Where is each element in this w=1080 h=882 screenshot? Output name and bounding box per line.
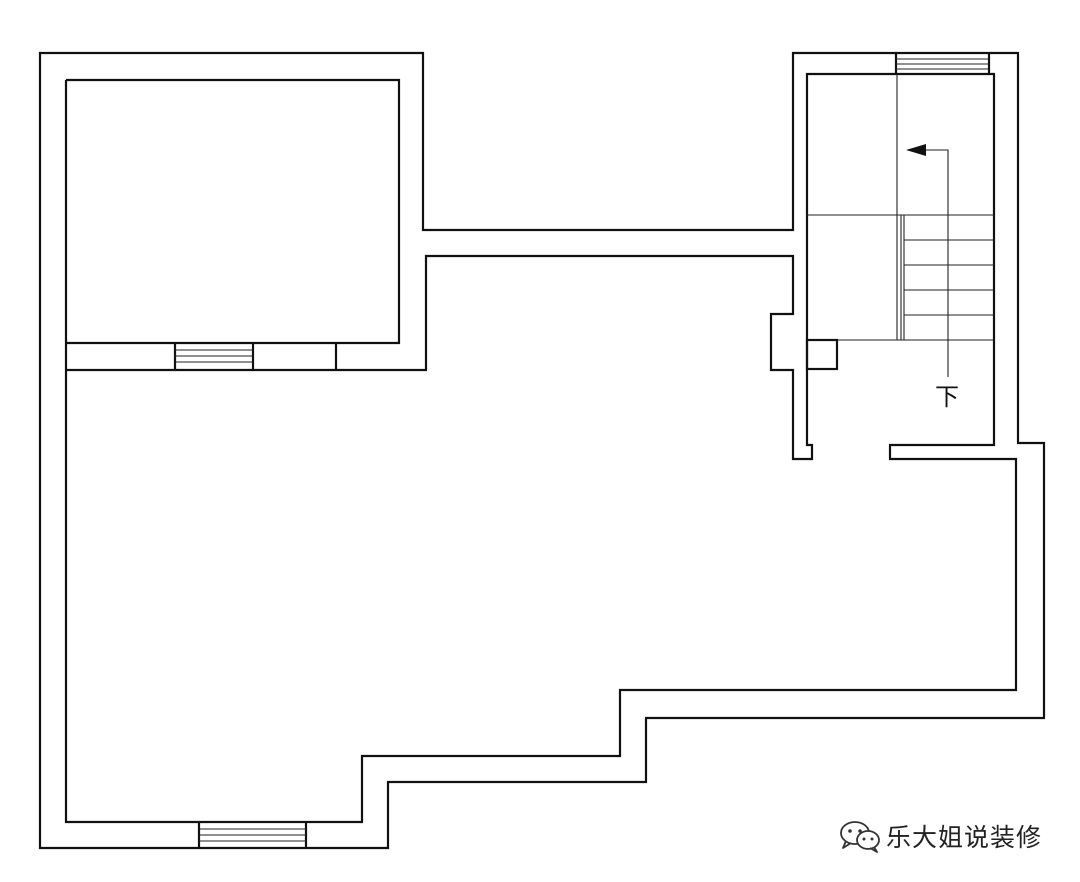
bottom-window <box>197 822 308 848</box>
stair-direction-arrow <box>906 144 949 377</box>
stair-direction-label: 下 <box>935 383 959 411</box>
room-top-left-door <box>173 343 255 370</box>
watermark-text: 乐大姐说装修 <box>886 823 1043 852</box>
room-top-left-wall <box>66 78 401 345</box>
wechat-icon <box>840 821 880 853</box>
top-right-window <box>894 53 991 74</box>
watermark: 乐大姐说装修 <box>838 816 1042 856</box>
exterior-wall-inner <box>64 72 1018 824</box>
staircase <box>805 74 994 371</box>
exterior-wall-outer <box>38 51 1046 850</box>
